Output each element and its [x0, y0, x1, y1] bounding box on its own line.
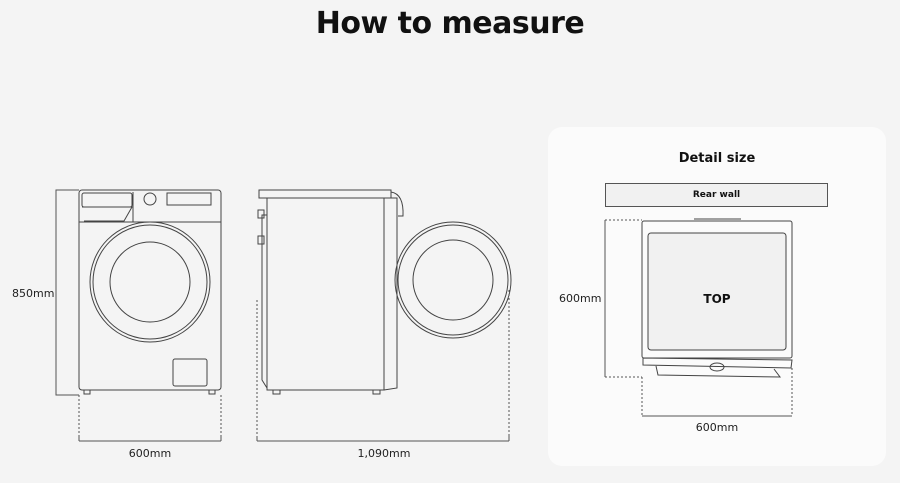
rear-wall-label: Rear wall: [692, 190, 741, 200]
front-view-washer: [78, 189, 222, 395]
front-dimension-lines: [55, 189, 222, 442]
side-view-washer: [257, 189, 512, 395]
front-width-label: 600mm: [128, 447, 172, 460]
detail-width-label: 600mm: [695, 421, 739, 434]
side-depth-label: 1,090mm: [357, 447, 411, 460]
detail-dimension-lines: [604, 219, 793, 417]
rear-wall-box: Rear wall: [605, 183, 828, 207]
page-title: How to measure: [315, 6, 585, 41]
side-dimension-lines: [256, 290, 510, 442]
top-label: TOP: [703, 292, 731, 306]
detail-size-title: Detail size: [678, 151, 756, 166]
detail-depth-label: 600mm: [559, 292, 602, 305]
front-height-label: 850mm: [12, 287, 55, 300]
top-view-washer: [641, 218, 793, 378]
